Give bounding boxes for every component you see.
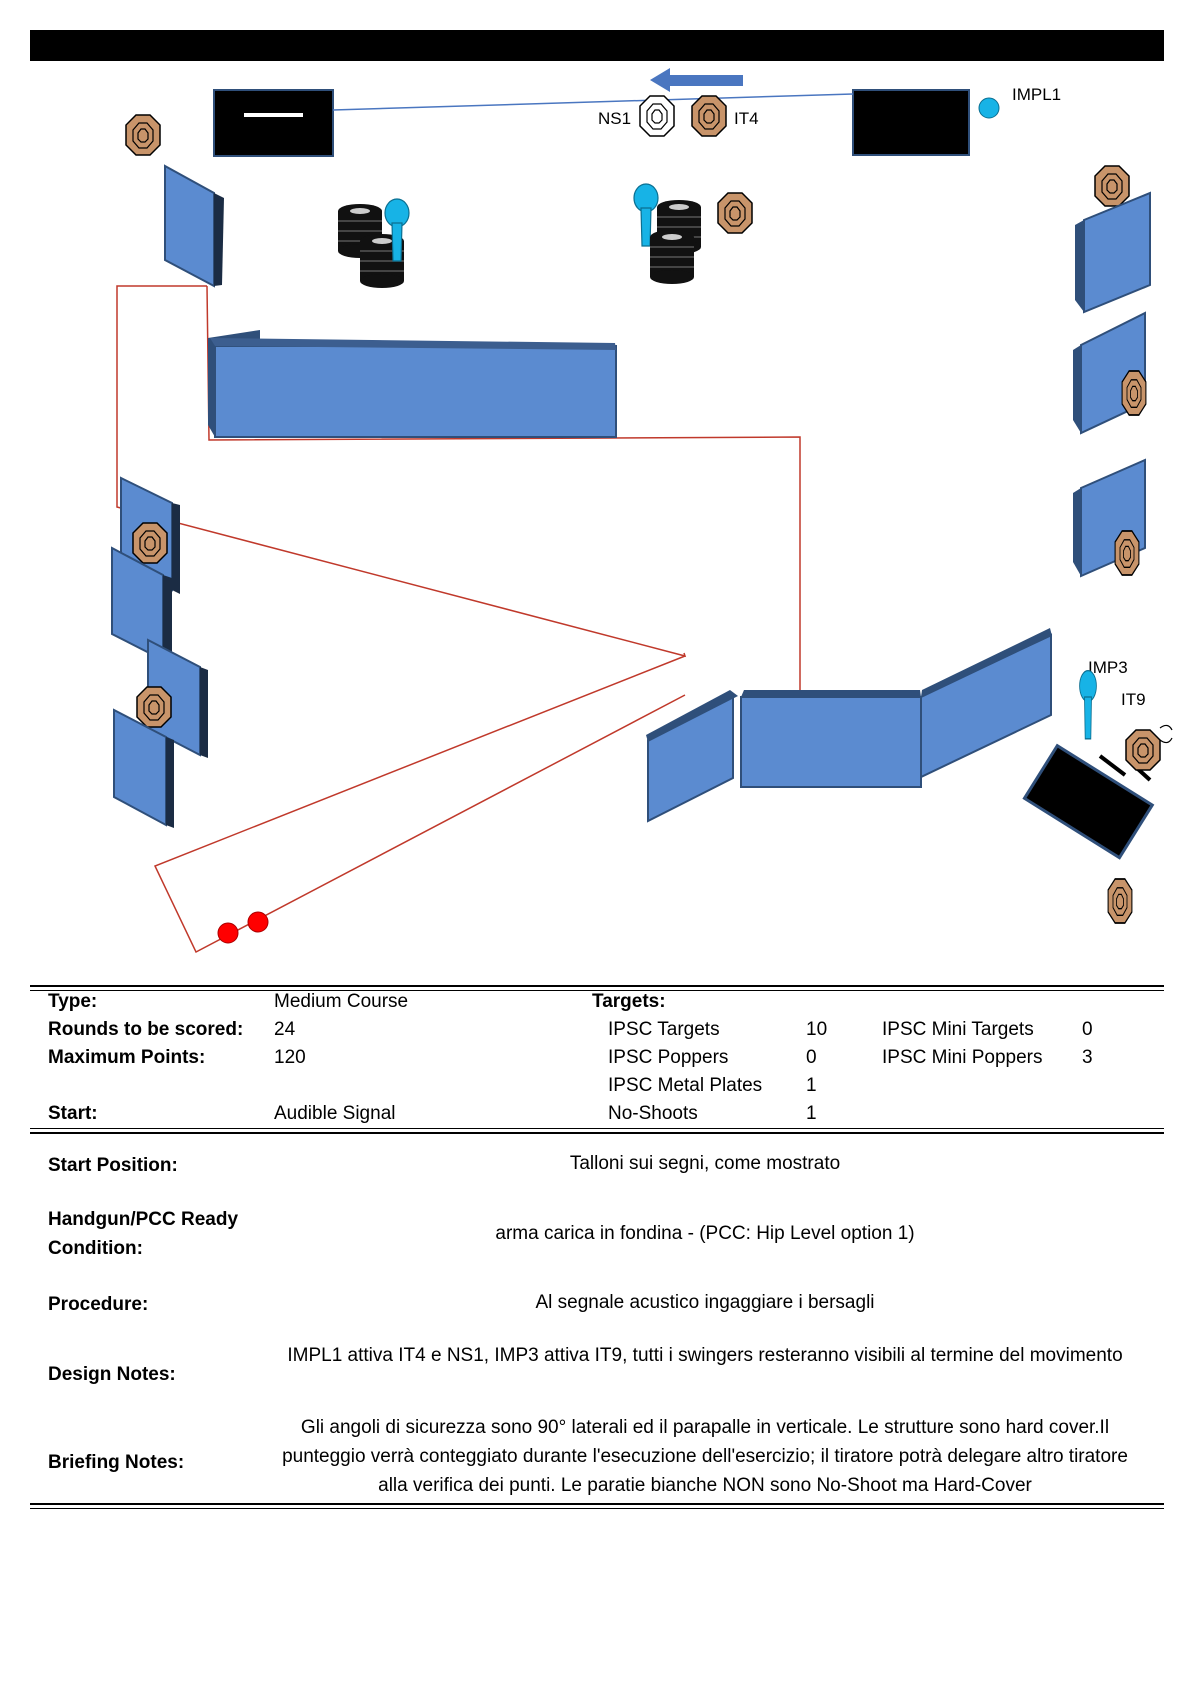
briefing-notes-label: Briefing Notes: — [48, 1452, 185, 1473]
rule-top-2 — [30, 990, 1164, 991]
briefing-notes-text: Gli angoli di sicurezza sono 90° lateral… — [282, 1417, 1128, 1496]
start-position-text: Talloni sui segni, come mostrato — [569, 1153, 841, 1174]
swinger-icon — [1159, 724, 1173, 744]
barrel-mid-2 — [649, 229, 695, 285]
start-value: Audible Signal — [274, 1103, 396, 1124]
swinger-plate — [1022, 743, 1155, 860]
target-name-2: IPSC Metal Plates — [608, 1075, 763, 1096]
label-impl1: IMPL1 — [1012, 85, 1061, 104]
target-right-2 — [1121, 370, 1147, 416]
target-right-1 — [1094, 165, 1130, 207]
rule-top-1 — [30, 985, 1164, 987]
target-bottom-right — [1107, 878, 1133, 924]
target-name-1: IPSC Poppers — [608, 1047, 729, 1068]
type-label: Type: — [48, 991, 98, 1012]
wall-bottom-right — [920, 633, 1052, 779]
target-right-3 — [1114, 530, 1140, 576]
rule-bottom-2 — [30, 1508, 1164, 1509]
points-value: 120 — [274, 1047, 306, 1068]
impl1-popper — [978, 97, 1000, 119]
target-it4 — [691, 95, 727, 137]
start-label: Start: — [48, 1103, 98, 1124]
target-name-3: No-Shoots — [608, 1103, 698, 1124]
metal-plate-box — [213, 89, 334, 157]
ready-label-line-2: Condition: — [48, 1238, 143, 1259]
target-mid — [717, 192, 753, 234]
target-left-1 — [132, 522, 168, 564]
target-left-2 — [136, 686, 172, 728]
mini-target-name-0: IPSC Mini Targets — [882, 1019, 1034, 1040]
move-arrow — [650, 68, 743, 92]
rule-bottom-1 — [30, 1503, 1164, 1505]
label-it4: IT4 — [734, 109, 759, 128]
label-imp3: IMP3 — [1088, 658, 1128, 677]
wall-bottom-mid — [740, 696, 922, 788]
targets-label: Targets: — [592, 991, 666, 1012]
wall-long — [214, 345, 617, 438]
label-ns1: NS1 — [598, 109, 631, 128]
popper-imp3 — [1078, 669, 1098, 740]
target-count-3: 1 — [806, 1103, 817, 1124]
procedure-label: Procedure: — [48, 1294, 149, 1315]
design-notes-label: Design Notes: — [48, 1364, 176, 1385]
start-mark-2 — [247, 911, 269, 933]
wall-right-1 — [1083, 191, 1151, 314]
start-position-label: Start Position: — [48, 1155, 178, 1176]
type-value: Medium Course — [274, 991, 409, 1012]
impl1-box — [852, 89, 970, 156]
points-label: Maximum Points: — [48, 1047, 206, 1068]
ready-text: arma carica in fondina - (PCC: Hip Level… — [495, 1223, 915, 1244]
target-count-1: 0 — [806, 1047, 817, 1068]
procedure-text: Al segnale acustico ingaggiare i bersagl… — [535, 1292, 875, 1313]
rounds-value: 24 — [274, 1019, 296, 1040]
target-top-left — [125, 114, 161, 156]
mini-target-name-1: IPSC Mini Poppers — [882, 1047, 1043, 1068]
ready-label-line-1: Handgun/PCC Ready — [48, 1209, 239, 1230]
rounds-label: Rounds to be scored: — [48, 1019, 244, 1040]
fault-line-lower — [153, 655, 686, 954]
fault-line — [116, 285, 687, 658]
mini-target-count-1: 3 — [1082, 1047, 1093, 1068]
no-shoot-ns1 — [639, 95, 675, 137]
stage-diagram: IMPL1 NS1 IT4 — [111, 68, 1173, 954]
target-name-0: IPSC Targets — [608, 1019, 720, 1040]
rule-mid-1 — [30, 1128, 1164, 1129]
mini-target-count-0: 0 — [1082, 1019, 1093, 1040]
header-bar — [30, 30, 1164, 61]
wall-left-top — [164, 164, 215, 288]
design-notes-text: IMPL1 attiva IT4 e NS1, IMP3 attiva IT9,… — [287, 1345, 1123, 1366]
target-count-2: 1 — [806, 1075, 817, 1096]
target-count-0: 10 — [806, 1019, 828, 1040]
rule-mid-2 — [30, 1132, 1164, 1134]
start-mark-1 — [217, 922, 239, 944]
target-it9 — [1125, 729, 1161, 771]
label-it9: IT9 — [1121, 690, 1146, 709]
